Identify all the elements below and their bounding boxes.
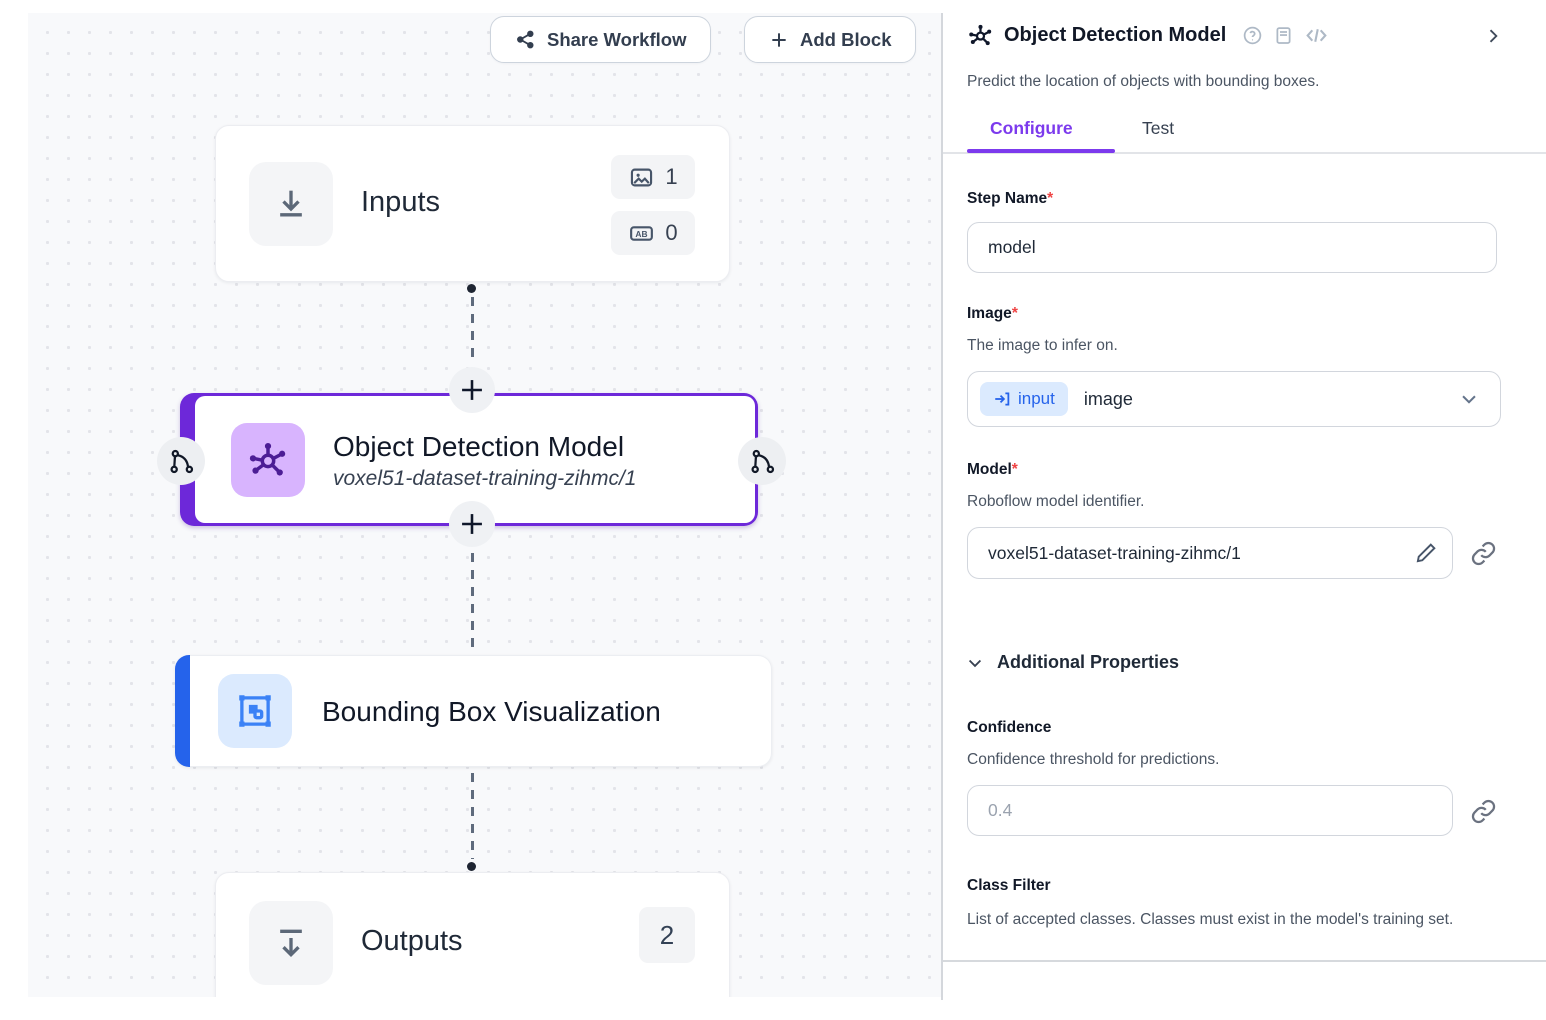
connector-line (471, 773, 474, 859)
image-select[interactable]: input image (967, 371, 1501, 427)
model-network-icon (246, 438, 290, 482)
login-arrow-icon (993, 390, 1011, 408)
plus-icon (769, 30, 789, 50)
collapse-panel-chevron[interactable] (1483, 26, 1503, 46)
tabs-border (943, 152, 1546, 154)
left-branch-handle[interactable] (157, 437, 205, 485)
model-icon-box (231, 422, 305, 497)
share-workflow-button[interactable]: Share Workflow (490, 16, 712, 63)
share-workflow-label: Share Workflow (547, 28, 687, 50)
active-tab-underline (967, 149, 1115, 153)
model-input-wrap (967, 527, 1453, 579)
class-filter-description: List of accepted classes. Classes must e… (967, 911, 1454, 928)
visualization-node-body: Bounding Box Visualization (190, 655, 772, 767)
model-network-icon (967, 22, 994, 49)
bounding-box-icon-box (218, 674, 292, 748)
image-select-value: image (1083, 388, 1133, 409)
panel-description: Predict the location of objects with bou… (967, 73, 1320, 90)
outputs-count: 2 (659, 919, 675, 950)
inputs-node[interactable]: Inputs 1 AB 0 (215, 125, 730, 282)
download-icon (271, 184, 311, 224)
confidence-input[interactable] (967, 785, 1453, 836)
config-panel: Object Detection Model (943, 0, 1546, 1020)
confidence-description: Confidence threshold for predictions. (967, 751, 1220, 768)
image-icon (628, 164, 655, 191)
input-chip-label: input (1018, 389, 1055, 408)
panel-title: Object Detection Model (1004, 24, 1227, 46)
confidence-label: Confidence (967, 719, 1052, 736)
visualization-accent-bar (175, 655, 190, 767)
required-mark: * (1047, 190, 1054, 207)
edit-pencil-icon[interactable] (1415, 541, 1438, 564)
output-arrow-icon (271, 923, 311, 963)
git-branch-icon (168, 448, 195, 475)
connector-line (471, 553, 474, 651)
additional-properties-label: Additional Properties (997, 652, 1180, 672)
outputs-count-badge: 2 (639, 907, 695, 963)
outputs-node-title: Outputs (361, 925, 463, 957)
visualization-node[interactable]: Bounding Box Visualization (175, 655, 772, 767)
bounding-box-icon (234, 690, 276, 732)
required-mark: * (1011, 461, 1018, 478)
tab-configure[interactable]: Configure (990, 118, 1073, 138)
svg-text:AB: AB (636, 228, 648, 238)
outputs-node[interactable]: Outputs 2 (215, 872, 730, 997)
panel-bottom-divider (943, 960, 1546, 962)
additional-properties-toggle[interactable]: Additional Properties (965, 652, 1179, 673)
code-icon[interactable] (1304, 23, 1329, 48)
confidence-link-icon[interactable] (1470, 798, 1497, 830)
add-block-button[interactable]: Add Block (744, 16, 917, 63)
add-block-label: Add Block (800, 28, 892, 50)
right-branch-handle[interactable] (738, 437, 786, 485)
image-description: The image to infer on. (967, 337, 1118, 354)
docs-icon[interactable] (1273, 25, 1294, 46)
text-input-count-badge: AB 0 (611, 211, 695, 255)
model-label: Model* (967, 461, 1018, 478)
image-label: Image* (967, 305, 1018, 322)
step-name-input[interactable] (967, 222, 1497, 273)
model-input[interactable] (967, 527, 1453, 579)
canvas-panel-divider (941, 13, 943, 1000)
visualization-node-title: Bounding Box Visualization (322, 695, 661, 727)
step-name-label: Step Name* (967, 190, 1054, 207)
tab-test[interactable]: Test (1142, 118, 1175, 138)
share-icon (515, 29, 536, 50)
image-input-count-badge: 1 (611, 155, 695, 199)
connector-line (471, 297, 474, 365)
add-node-above-button[interactable] (449, 367, 495, 413)
chevron-down-icon (965, 653, 985, 673)
model-link-icon[interactable] (1470, 540, 1497, 572)
inputs-node-title: Inputs (361, 186, 440, 218)
add-node-below-button[interactable] (449, 501, 495, 547)
help-icon[interactable] (1242, 25, 1263, 46)
connector-dot (467, 862, 476, 871)
workflow-canvas[interactable]: Share Workflow Add Block Inputs (28, 13, 941, 997)
plus-icon (458, 510, 486, 538)
text-count: 0 (665, 220, 678, 245)
class-filter-label: Class Filter (967, 877, 1051, 894)
git-branch-icon (749, 448, 776, 475)
required-mark: * (1011, 305, 1018, 322)
panel-header: Object Detection Model (967, 22, 1329, 49)
plus-icon (458, 376, 486, 404)
outputs-icon-box (249, 901, 333, 985)
chevron-down-icon (1458, 388, 1480, 410)
inputs-icon-box (249, 162, 333, 246)
text-input-icon: AB (628, 220, 655, 247)
model-node-subtitle: voxel51-dataset-training-zihmc/1 (333, 466, 637, 490)
connector-dot (467, 284, 476, 293)
image-count: 1 (665, 164, 678, 189)
model-description: Roboflow model identifier. (967, 493, 1145, 510)
input-source-chip: input (980, 382, 1068, 416)
model-node-text: Object Detection Model voxel51-dataset-t… (333, 429, 636, 491)
model-node-title: Object Detection Model (333, 430, 625, 462)
